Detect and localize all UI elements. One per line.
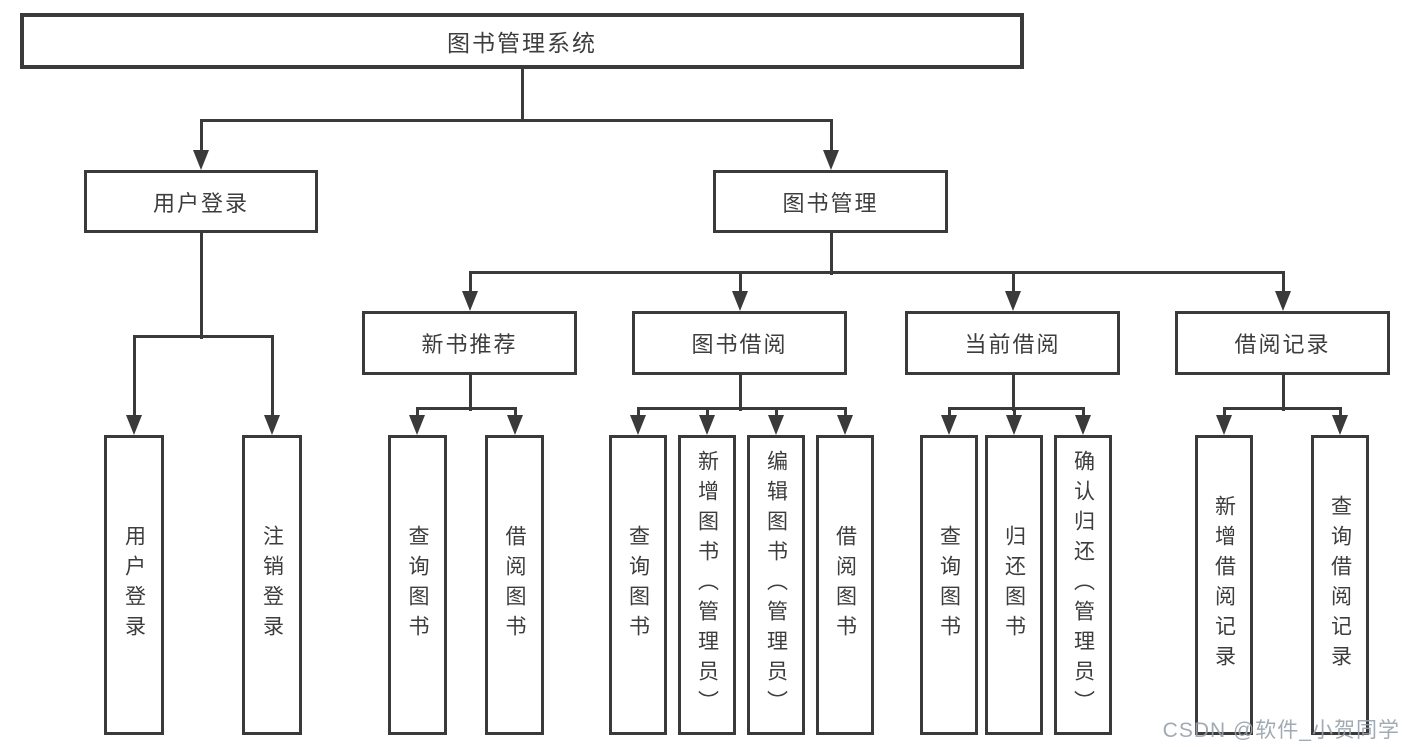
- connector-hline: [132, 334, 274, 338]
- node-label: 新增借阅记录: [1212, 495, 1236, 675]
- connector-arrow-shaft: [513, 408, 517, 417]
- leaf-confirm-return-admin: 确认归还（管理员）: [1054, 435, 1112, 735]
- connector-arrow-shaft: [947, 408, 951, 417]
- arrow-down-icon: [1332, 415, 1348, 435]
- node-label: 查询图书: [626, 525, 650, 645]
- leaf-logout: 注销登录: [242, 435, 302, 735]
- connector-vline: [520, 68, 524, 121]
- leaf-user-login: 用户登录: [104, 435, 164, 735]
- connector-vline: [829, 232, 833, 275]
- node-label: 当前借阅: [964, 332, 1061, 357]
- connector-hline: [199, 118, 833, 122]
- arrow-down-icon: [264, 415, 280, 435]
- connector-arrow-shaft: [1011, 272, 1015, 293]
- connector-arrow-shaft: [774, 408, 778, 417]
- connector-arrow-shaft: [843, 408, 847, 417]
- arrow-down-icon: [837, 415, 853, 435]
- node-label: 新书推荐: [421, 332, 518, 357]
- connector-arrow-shaft: [1081, 408, 1085, 417]
- connector-arrow-shaft: [705, 408, 709, 417]
- leaf-add-books-admin: 新增图书（管理员）: [678, 435, 736, 735]
- connector-arrow-shaft: [636, 408, 640, 417]
- node-label: 查询图书: [937, 525, 961, 645]
- connector-vline: [199, 232, 203, 339]
- leaf-query-books-current: 查询图书: [920, 435, 978, 735]
- csdn-watermark: CSDN @软件_小贺同学: [1162, 719, 1400, 742]
- connector-hline: [1222, 406, 1342, 410]
- node-label: 用户登录: [152, 190, 249, 216]
- connector-hline: [415, 406, 517, 410]
- leaf-borrow-books-recommend: 借阅图书: [485, 435, 544, 735]
- node-book-management: 图书管理: [713, 170, 948, 233]
- node-current-borrowing: 当前借阅: [905, 311, 1120, 375]
- connector-arrow-shaft: [132, 336, 136, 417]
- arrow-down-icon: [1275, 291, 1291, 311]
- connector-arrow-shaft: [1222, 408, 1226, 417]
- node-book-borrowing: 图书借阅: [632, 311, 847, 375]
- arrow-down-icon: [193, 150, 209, 170]
- node-new-book-recommend: 新书推荐: [362, 311, 577, 375]
- arrow-down-icon: [1075, 415, 1091, 435]
- connector-vline: [738, 374, 742, 411]
- arrow-down-icon: [630, 415, 646, 435]
- connector-hline: [636, 406, 847, 410]
- arrow-down-icon: [409, 415, 425, 435]
- leaf-borrow-books: 借阅图书: [816, 435, 874, 735]
- node-borrowing-records: 借阅记录: [1175, 311, 1390, 375]
- connector-vline: [1281, 374, 1285, 411]
- connector-vline: [1011, 374, 1015, 411]
- arrow-down-icon: [823, 150, 839, 170]
- leaf-query-borrow-record: 查询借阅记录: [1311, 435, 1369, 735]
- arrow-down-icon: [732, 291, 748, 311]
- node-label: 查询借阅记录: [1328, 495, 1352, 675]
- node-label: 图书管理: [782, 190, 879, 216]
- node-label: 新增图书（管理员）: [695, 450, 719, 720]
- node-label: 确认归还（管理员）: [1071, 450, 1095, 720]
- connector-arrow-shaft: [829, 120, 833, 152]
- node-label: 查询图书: [406, 525, 430, 645]
- node-label: 归还图书: [1002, 525, 1026, 645]
- arrow-down-icon: [1006, 415, 1022, 435]
- connector-hline: [947, 406, 1085, 410]
- connector-arrow-shaft: [415, 408, 419, 417]
- node-label: 借阅图书: [833, 525, 857, 645]
- node-library-management-system: 图书管理系统: [20, 13, 1024, 69]
- node-label: 编辑图书（管理员）: [764, 450, 788, 720]
- node-label: 图书管理系统: [447, 30, 597, 56]
- connector-arrow-shaft: [1281, 272, 1285, 293]
- arrow-down-icon: [126, 415, 142, 435]
- arrow-down-icon: [1216, 415, 1232, 435]
- connector-arrow-shaft: [468, 272, 472, 293]
- leaf-query-books-recommend: 查询图书: [388, 435, 447, 735]
- arrow-down-icon: [1005, 291, 1021, 311]
- leaf-query-books-borrow: 查询图书: [609, 435, 667, 735]
- arrow-down-icon: [507, 415, 523, 435]
- connector-arrow-shaft: [1012, 408, 1016, 417]
- connector-arrow-shaft: [738, 272, 742, 293]
- leaf-add-borrow-record: 新增借阅记录: [1195, 435, 1253, 735]
- node-label: 用户登录: [122, 525, 146, 645]
- leaf-edit-books-admin: 编辑图书（管理员）: [747, 435, 805, 735]
- connector-vline: [468, 374, 472, 411]
- node-label: 借阅记录: [1234, 332, 1331, 357]
- arrow-down-icon: [768, 415, 784, 435]
- node-label: 注销登录: [260, 525, 284, 645]
- arrow-down-icon: [462, 291, 478, 311]
- node-user-login: 用户登录: [84, 170, 318, 233]
- leaf-return-books: 归还图书: [985, 435, 1043, 735]
- connector-arrow-shaft: [270, 336, 274, 417]
- node-label: 图书借阅: [691, 332, 788, 357]
- connector-arrow-shaft: [1338, 408, 1342, 417]
- arrow-down-icon: [941, 415, 957, 435]
- connector-arrow-shaft: [199, 120, 203, 152]
- node-label: 借阅图书: [503, 525, 527, 645]
- arrow-down-icon: [699, 415, 715, 435]
- connector-hline: [468, 270, 1285, 274]
